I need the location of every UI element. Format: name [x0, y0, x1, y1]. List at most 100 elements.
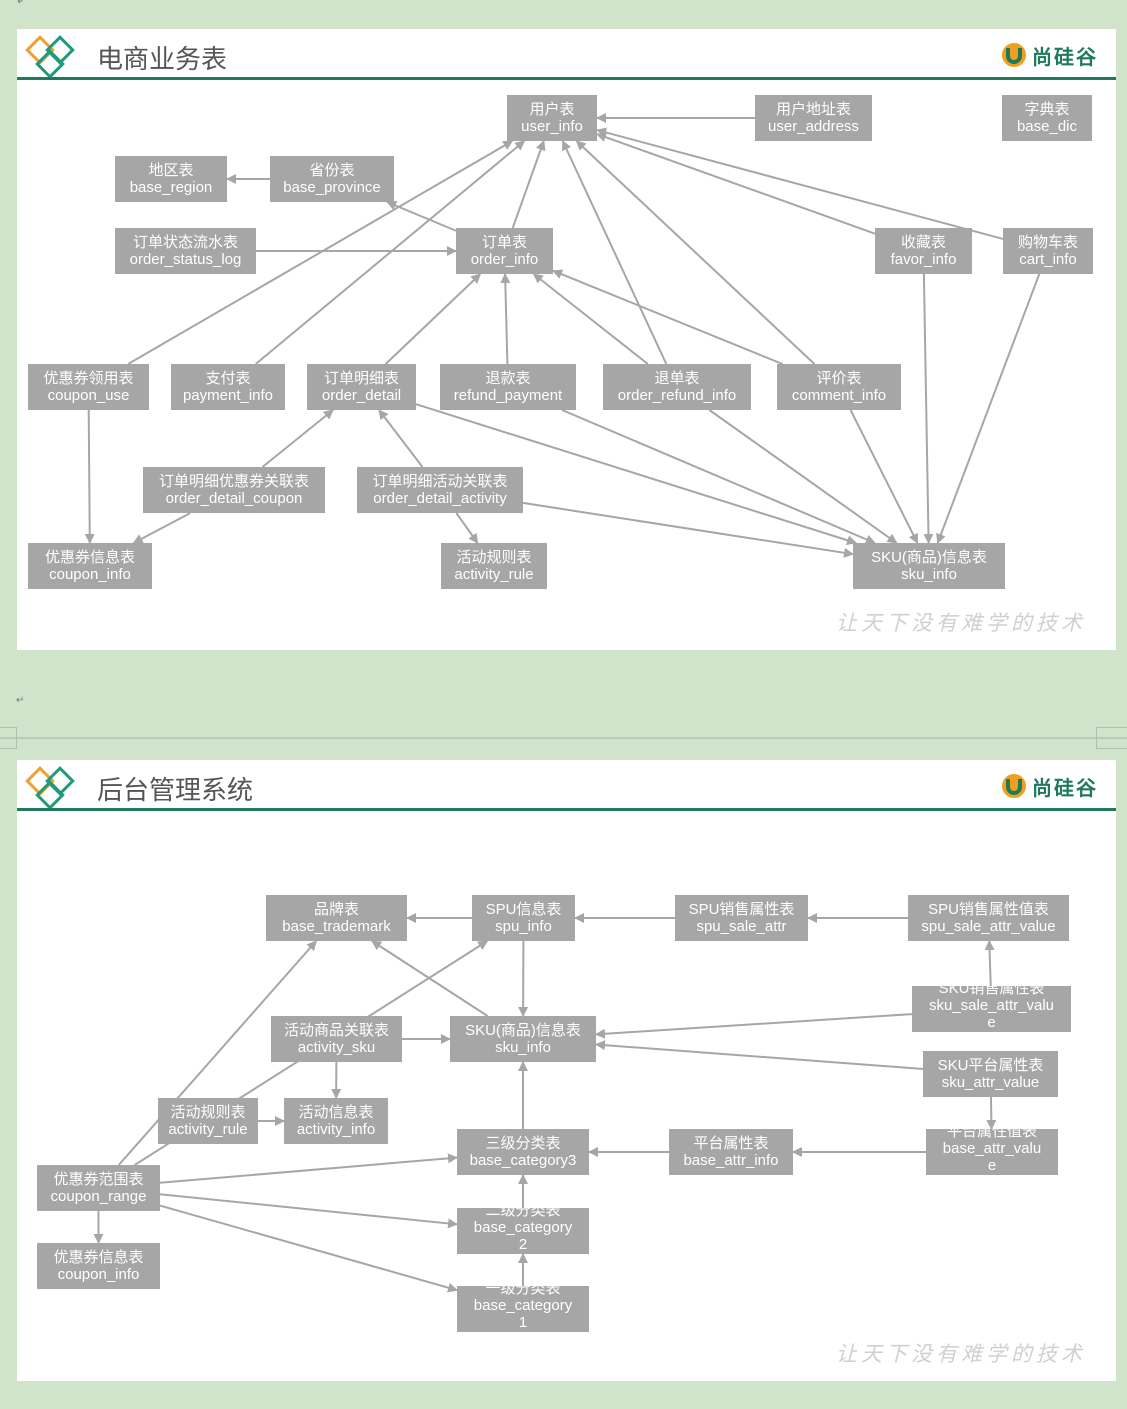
table-node-en-label-wrap: 1 [518, 1314, 528, 1331]
table-node-en-label: cart_info [1019, 251, 1077, 268]
table-node-cn-label: 评价表 [816, 370, 862, 387]
table-node-cn-label: 退款表 [485, 370, 531, 387]
table-node-en-label: coupon_info [49, 566, 131, 583]
edge-order_refund_info-to-order_info [532, 273, 649, 365]
edge-comment_info-to-user_info [575, 140, 816, 365]
table-node-cn-label: 二级分类表 [485, 1208, 561, 1219]
edge-cart_info-to-sku_info [936, 273, 1041, 544]
table-node-cn-label: SKU销售属性表 [938, 986, 1045, 997]
edge-coupon_use-to-coupon_info [84, 409, 95, 544]
edge-order_detail_activity-to-activity_rule [455, 512, 479, 544]
edge-comment_info-to-order_info [552, 269, 783, 365]
edge-payment_info-to-user_info [255, 140, 526, 365]
diamond-logo-icon [25, 766, 75, 810]
table-node-en-label: base_attr_valu [942, 1140, 1042, 1157]
table-node-cn-label: 活动商品关联表 [283, 1022, 389, 1039]
page-divider [0, 737, 1127, 739]
table-node-cn-label: 订单明细表 [323, 370, 399, 387]
table-node-cn-label: 三级分类表 [485, 1135, 561, 1152]
table-node-cn-label: 省份表 [309, 162, 355, 179]
header-rule [17, 77, 1116, 80]
slide-title: 电商业务表 [97, 45, 228, 75]
table-node-en-label: sku_attr_value [941, 1074, 1040, 1091]
table-node-cn-label: 购物车表 [1017, 234, 1078, 251]
table-node-en-label: base_category3 [469, 1152, 577, 1169]
paragraph-mark-top: ↲ [16, 0, 25, 6]
table-node-en-label: base_category [473, 1219, 573, 1236]
table-node-cn-label: 订单表 [481, 234, 527, 251]
brand-logo: 尚硅谷 [1000, 770, 1098, 802]
edge-favor_info-to-user_info [596, 132, 876, 235]
table-node-en-label-wrap: e [987, 1014, 996, 1031]
edge-refund_payment-to-order_info [500, 273, 511, 365]
table-node-cn-label: 优惠券信息表 [44, 549, 135, 566]
table-node-cn-label: 地区表 [148, 162, 194, 179]
table-node-en-label: base_province [283, 179, 381, 196]
table-node-en-label-wrap: e [987, 1157, 997, 1174]
brand-name: 尚硅谷 [1032, 44, 1098, 69]
table-node-cn-label: 平台属性值表 [946, 1129, 1037, 1140]
table-node-cn-label: 订单明细优惠券关联表 [158, 473, 309, 490]
table-node-en-label: favor_info [890, 251, 957, 268]
table-node-cn-label: 退单表 [654, 370, 700, 387]
table-node-en-label: activity_info [296, 1121, 376, 1138]
brand-name: 尚硅谷 [1032, 775, 1098, 800]
edge-cart_info-to-user_info [596, 127, 1004, 240]
table-node-en-label: order_status_log [129, 251, 242, 268]
table-node-cn-label: SPU销售属性表 [688, 901, 795, 918]
table-node-en-label: sku_info [901, 566, 957, 583]
edge-coupon_range-to-base_trademark [118, 940, 317, 1166]
edge-order_detail_activity-to-sku_info [522, 501, 854, 558]
table-node-en-label: order_refund_info [617, 387, 737, 404]
table-node-cn-label: 用户地址表 [775, 101, 851, 118]
brand-logo: 尚硅谷 [1000, 39, 1098, 71]
edge-sku_attr_value-to-sku_info [595, 1040, 924, 1070]
table-node-en-label: payment_info [182, 387, 274, 404]
table-node-cn-label: 平台属性表 [693, 1135, 769, 1152]
paragraph-mark-middle: ↵ [16, 695, 25, 706]
table-node-en-label: coupon_info [57, 1266, 140, 1283]
edge-sku_sale_attr_value-to-spu_sale_attr_value [984, 940, 995, 987]
edge-order_detail-to-order_info [384, 273, 482, 365]
table-node-en-label: spu_info [495, 918, 552, 935]
table-node-cn-label: 活动规则表 [170, 1104, 246, 1121]
table-node-en-label: order_info [470, 251, 539, 268]
edge-order_detail_coupon-to-order_detail [261, 409, 334, 468]
table-node-cn-label: 字典表 [1024, 101, 1070, 118]
edge-coupon_range-to-base_category1 [159, 1204, 458, 1293]
table-node-en-label: activity_sku [297, 1039, 376, 1056]
table-node-en-label: base_category [473, 1297, 573, 1314]
table-node-en-label: user_info [521, 118, 583, 135]
table-node-en-label: base_trademark [282, 918, 391, 935]
edge-coupon_range-to-base_category2 [159, 1193, 458, 1229]
table-node-cn-label: 优惠券信息表 [53, 1249, 144, 1266]
table-node-cn-label: 活动规则表 [456, 549, 532, 566]
slide-title: 后台管理系统 [97, 776, 254, 806]
page-margin-marker-left [0, 727, 17, 749]
edge-order_info-to-base_province [386, 200, 457, 232]
table-node-en-label: spu_sale_attr [696, 918, 787, 935]
edge-coupon_range-to-base_category3 [159, 1153, 458, 1184]
